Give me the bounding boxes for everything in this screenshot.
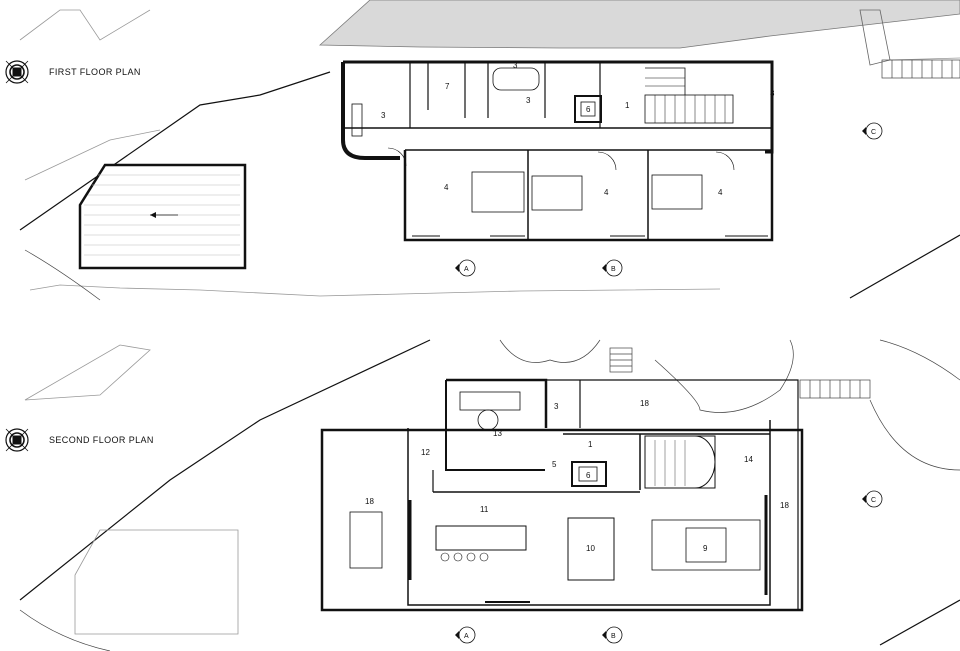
- room-label: 18: [640, 399, 649, 408]
- carport-first: [78, 163, 247, 270]
- room-label: 1: [625, 101, 630, 110]
- site-lines: [19, 0, 960, 646]
- external-stairs: [609, 59, 960, 399]
- room-label: 12: [421, 448, 430, 457]
- compass-icon: [5, 428, 29, 452]
- room-label: 3: [381, 111, 386, 120]
- section-marker-b: B: [611, 266, 616, 273]
- section-markers: A B C A B C: [455, 122, 883, 644]
- first-floor-room-labels: 3 7 3 6 1 8 4 4 4: [381, 61, 775, 197]
- room-label: 4: [444, 183, 449, 192]
- room-label: 6: [586, 105, 591, 114]
- room-label: 1: [588, 440, 593, 449]
- room-label: 4: [604, 188, 609, 197]
- room-label: 3: [554, 402, 559, 411]
- section-marker-b: B: [611, 633, 616, 640]
- room-label: 18: [365, 497, 374, 506]
- second-floor-room-labels: 3 18 13 12 1 5 6 14 18 18 11 10 9: [365, 399, 789, 553]
- room-label: 18: [780, 501, 789, 510]
- first-floor-building: [341, 60, 774, 242]
- room-label: 4: [718, 188, 723, 197]
- room-label: 13: [493, 429, 502, 438]
- room-label: 3: [526, 96, 531, 105]
- section-marker-a: A: [464, 266, 469, 273]
- section-marker-a: A: [464, 633, 469, 640]
- section-marker-c: C: [871, 497, 876, 504]
- room-label: 9: [703, 544, 708, 553]
- first-floor-title: FIRST FLOOR PLAN: [49, 67, 141, 77]
- section-marker-c: C: [871, 129, 876, 136]
- second-floor-title: SECOND FLOOR PLAN: [49, 435, 154, 445]
- trees: [19, 249, 960, 651]
- carport-second: [74, 529, 239, 635]
- room-label: 6: [586, 471, 591, 480]
- room-label: 11: [480, 505, 489, 514]
- room-label: 7: [445, 82, 450, 91]
- room-label: 5: [552, 460, 557, 469]
- room-label: 10: [586, 544, 595, 553]
- room-label: 3: [513, 61, 518, 70]
- compass-icon: [5, 60, 29, 84]
- room-label: 8: [770, 89, 775, 98]
- room-label: 14: [744, 455, 753, 464]
- second-floor-building: [320, 378, 804, 612]
